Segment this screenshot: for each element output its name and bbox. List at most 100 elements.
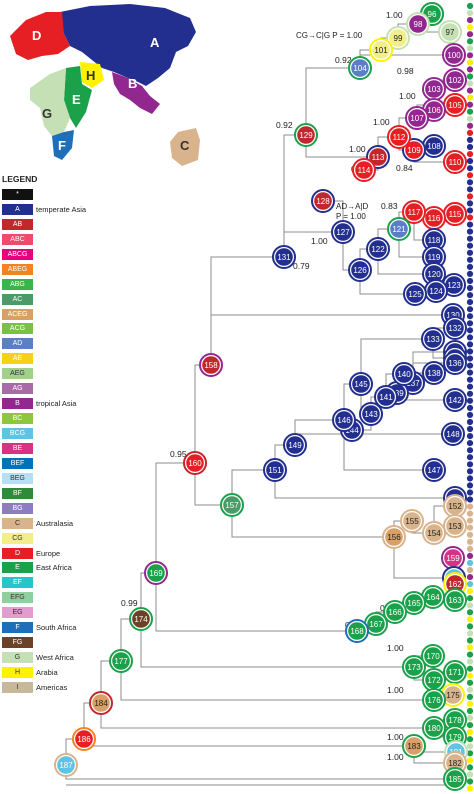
node-pie — [424, 647, 442, 665]
node-186: 186 — [72, 727, 96, 751]
tip-marker — [466, 38, 474, 45]
tip-marker — [466, 193, 474, 200]
node-126: 126 — [348, 258, 372, 282]
tip-marker — [466, 292, 474, 299]
node-label: 153 — [448, 522, 462, 531]
node-pie — [57, 756, 75, 774]
node-label: 148 — [446, 430, 460, 439]
map-region-G — [30, 68, 70, 136]
tip-marker — [466, 320, 474, 327]
tip-marker — [466, 306, 474, 313]
node-pie — [425, 364, 443, 382]
node-103: 103 — [422, 77, 446, 101]
legend-swatch: BCG — [2, 428, 33, 439]
map-label-E: E — [72, 92, 81, 107]
legend-item-bcg: BCG — [2, 427, 152, 442]
node-label: 170 — [426, 652, 440, 661]
node-label: 187 — [59, 761, 73, 770]
node-label: 130 — [446, 311, 460, 320]
node-pie — [446, 205, 464, 223]
support-value: 1.00 — [387, 752, 404, 762]
node-pie — [335, 411, 353, 429]
tip-marker — [466, 489, 474, 496]
node-label: 123 — [447, 281, 461, 290]
node-label: 147 — [427, 466, 441, 475]
tip-marker — [466, 165, 474, 172]
node-label: 165 — [407, 599, 421, 608]
node-pie — [355, 161, 373, 179]
node-pie — [75, 730, 93, 748]
node-pie — [427, 282, 445, 300]
node-label: 145 — [354, 380, 368, 389]
map-label-B: B — [128, 76, 137, 91]
tip-marker — [466, 341, 474, 348]
node-label: 129 — [299, 131, 313, 140]
node-109: 109 — [402, 138, 426, 162]
tip-marker — [466, 327, 474, 334]
node-label: 156 — [387, 533, 401, 542]
tip-marker — [466, 313, 474, 320]
node-label: 182 — [448, 759, 462, 768]
node-143: 143 — [359, 402, 383, 426]
node-label: 185 — [448, 775, 462, 784]
tip-marker — [466, 390, 474, 397]
tip-marker — [466, 707, 474, 715]
branch — [194, 463, 232, 506]
node-pie — [409, 15, 427, 33]
node-pie — [372, 41, 390, 59]
tip-marker — [466, 31, 474, 38]
node-pie — [351, 261, 369, 279]
node-pie — [446, 754, 464, 772]
node-pie — [369, 240, 387, 258]
node-label: 167 — [369, 620, 383, 629]
legend-item-star: * — [2, 188, 152, 203]
node-label: 157 — [225, 501, 239, 510]
node-label: 105 — [448, 101, 462, 110]
node-145: 145 — [349, 372, 373, 396]
legend-swatch: CG — [2, 532, 33, 544]
support-value: 1.00 — [387, 732, 404, 742]
tip-marker — [466, 383, 474, 390]
branch — [393, 537, 454, 579]
support-value: 0.95 — [170, 449, 187, 459]
tip-marker — [466, 517, 474, 524]
node-label: 158 — [204, 361, 218, 370]
support-value: 0.98 — [397, 66, 414, 76]
node-pie — [386, 603, 404, 621]
node-label: 166 — [388, 608, 402, 617]
node-label: 159 — [446, 554, 460, 563]
tip-marker — [466, 496, 474, 503]
node-136: 136 — [443, 351, 467, 375]
legend-item-ac: AC — [2, 293, 152, 308]
tip-marker — [466, 66, 474, 73]
node-pie — [334, 223, 352, 241]
node-label: 169 — [149, 569, 163, 578]
map-region-H — [80, 62, 104, 88]
node-label: 112 — [393, 133, 406, 142]
branch — [194, 364, 211, 463]
node-pie — [395, 365, 413, 383]
legend-swatch: G — [2, 652, 33, 664]
legend-label: Arabia — [36, 668, 58, 677]
tip-marker — [466, 665, 474, 672]
map-region-C — [170, 128, 200, 166]
node-pie — [425, 80, 443, 98]
node-label: 142 — [448, 396, 462, 405]
node-pie — [446, 497, 464, 515]
legend-item-bf: BF — [2, 487, 152, 502]
node-184: 184 — [89, 691, 113, 715]
node-pie — [297, 126, 315, 144]
tip-marker — [466, 686, 474, 693]
node-label: 131 — [277, 253, 291, 262]
node-pie — [425, 101, 443, 119]
legend-swatch: E — [2, 562, 33, 574]
node-pie — [351, 59, 369, 77]
legend-swatch: AG — [2, 383, 33, 395]
support-value: 1.00 — [387, 685, 404, 695]
tip-marker — [466, 249, 474, 256]
node-pie — [348, 622, 366, 640]
branch — [231, 505, 394, 538]
node-pie — [425, 209, 443, 227]
